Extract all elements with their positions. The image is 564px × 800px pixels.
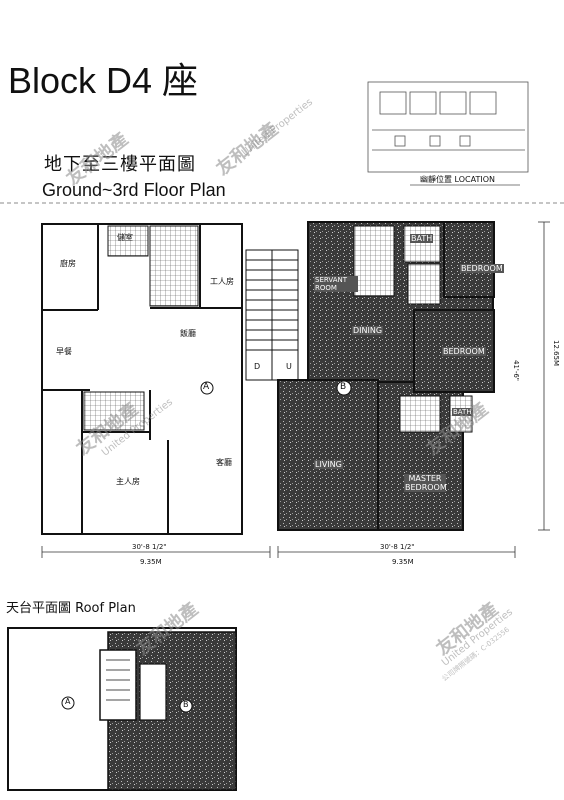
roof-unit-b: B <box>183 700 189 709</box>
room-label-bath1: BATH <box>410 234 434 243</box>
watermark-2-en: United Properties <box>240 96 315 159</box>
master-bath-a <box>83 391 145 431</box>
room-label-servant: 工人房 <box>210 277 234 286</box>
stair-up: U <box>286 362 292 371</box>
dimension-side-metric: 12.65M <box>552 340 560 367</box>
room-label-bedroom2: BEDROOM <box>442 347 486 356</box>
page-title: Block D4 座 <box>8 60 199 101</box>
subtitle-chinese: 地下至三樓平面圖 <box>44 154 196 175</box>
watermark-4: 友和地產 <box>422 398 493 460</box>
room-label-master-cn: 主人房 <box>116 477 140 486</box>
stair-down: D <box>254 362 261 371</box>
location-label: 幽靜位置 LOCATION <box>420 175 495 184</box>
room-label-living-en: LIVING <box>314 460 343 469</box>
room-label-storage: 儲室 <box>117 233 133 242</box>
roof-plan <box>7 627 237 791</box>
dimension-lines <box>41 221 550 558</box>
watermark-5-licence: 公司牌照號碼：C-032556 <box>440 625 512 684</box>
room-label-bedroom1: BEDROOM <box>460 264 504 273</box>
dimension-side-imperial: 41'-6" <box>512 360 520 382</box>
room-label-master-en: MASTER BEDROOM <box>404 474 447 492</box>
watermark-3-en: United Properties <box>100 396 175 459</box>
watermark-1: 友和地產 <box>62 128 133 190</box>
servant-bath <box>149 225 199 307</box>
unit-a-label: A <box>203 382 210 392</box>
dimension-left-imperial: 30'-8 1/2" <box>132 543 167 551</box>
watermark-2: 友和地產 <box>212 118 283 180</box>
dimension-right-imperial: 30'-8 1/2" <box>380 543 415 551</box>
room-label-bath2: BATH <box>452 408 473 416</box>
unit-a-marker <box>200 381 214 395</box>
unit-a-plan <box>41 223 243 535</box>
dimension-right-metric: 9.35M <box>392 558 414 566</box>
watermark-6: 友和地產 <box>132 598 203 660</box>
room-label-living-cn: 客廳 <box>216 458 232 467</box>
roof-unit-a: A <box>65 697 71 706</box>
room-label-breakfast: 早餐 <box>56 347 72 356</box>
unit-b-label: B <box>340 382 347 392</box>
room-label-servant-en: SERVANT ROOM <box>314 276 358 292</box>
dimension-left-metric: 9.35M <box>140 558 162 566</box>
room-label-dining-cn: 飯廳 <box>180 329 196 338</box>
storage-room <box>107 225 149 257</box>
roof-plan-title: 天台平面圖 Roof Plan <box>6 601 136 616</box>
central-stairs <box>245 249 299 381</box>
room-label-kitchen: 廚房 <box>60 259 76 268</box>
location-map <box>367 81 529 186</box>
subtitle-english: Ground~3rd Floor Plan <box>42 180 226 200</box>
room-label-dining-en: DINING <box>352 326 384 335</box>
